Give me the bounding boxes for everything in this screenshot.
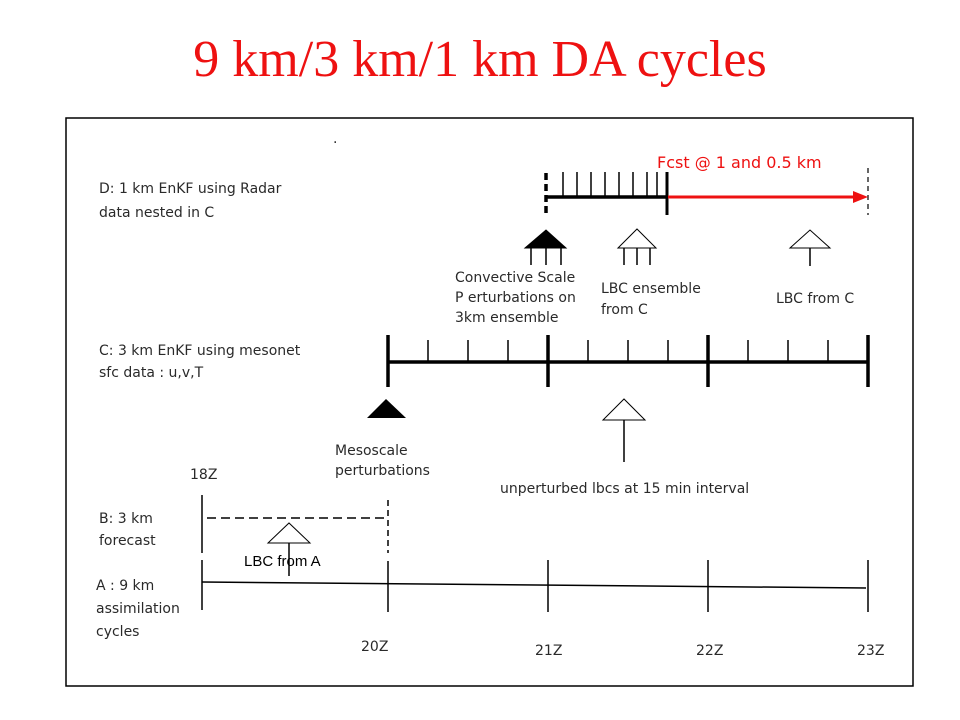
row-c-timeline — [386, 335, 870, 387]
slide-title: 9 km/3 km/1 km DA cycles — [193, 31, 767, 88]
lbc-ensemble-marker — [616, 228, 658, 265]
lbc-from-c-label: LBC from C — [776, 291, 854, 307]
unperturbed-label: unperturbed lbcs at 15 min interval — [500, 481, 749, 497]
lbc-ensemble-label-2: from C — [601, 302, 648, 318]
fcst-label: Fcst @ 1 and 0.5 km — [657, 153, 822, 172]
time-20z: 20Z — [361, 639, 388, 655]
time-22z: 22Z — [696, 643, 723, 659]
mesoscale-label-1: Mesoscale — [335, 443, 408, 459]
unperturbed-lbc-marker — [601, 398, 647, 462]
forecast-arrow — [668, 191, 868, 203]
convective-perturbation-marker — [523, 229, 568, 265]
lbc-from-c-marker — [788, 229, 832, 266]
lbc-ensemble-label-1: LBC ensemble — [601, 281, 701, 297]
row-d-label-2: data nested in C — [99, 205, 214, 221]
row-c-label-1: C: 3 km EnKF using mesonet — [99, 343, 301, 359]
row-a-label-2: assimilation — [96, 601, 180, 617]
row-d-timeline — [544, 168, 869, 217]
row-b-label-1: B: 3 km — [99, 511, 153, 527]
diagram-frame — [65, 117, 914, 687]
row-b-timeline — [201, 495, 389, 553]
mesoscale-label-2: perturbations — [335, 463, 430, 479]
convective-label-3: 3km ensemble — [455, 310, 559, 326]
time-23z: 23Z — [857, 643, 884, 659]
time-18z: 18Z — [190, 467, 217, 483]
lbc-from-a-label: LBC from A — [244, 553, 321, 570]
convective-label-2: P erturbations on — [455, 290, 576, 306]
row-b-label-2: forecast — [99, 533, 156, 549]
time-21z: 21Z — [535, 643, 562, 659]
row-a-label-1: A : 9 km — [96, 578, 154, 594]
stray-mark: . — [333, 131, 337, 147]
row-a-label-3: cycles — [96, 624, 139, 640]
row-a-timeline — [201, 560, 869, 612]
row-c-label-2: sfc data : u,v,T — [99, 365, 204, 381]
row-d-label-1: D: 1 km EnKF using Radar — [99, 181, 282, 197]
mesoscale-perturbation-marker — [367, 399, 406, 418]
lbc-from-a-marker — [266, 522, 312, 576]
convective-label-1: Convective Scale — [455, 270, 575, 286]
